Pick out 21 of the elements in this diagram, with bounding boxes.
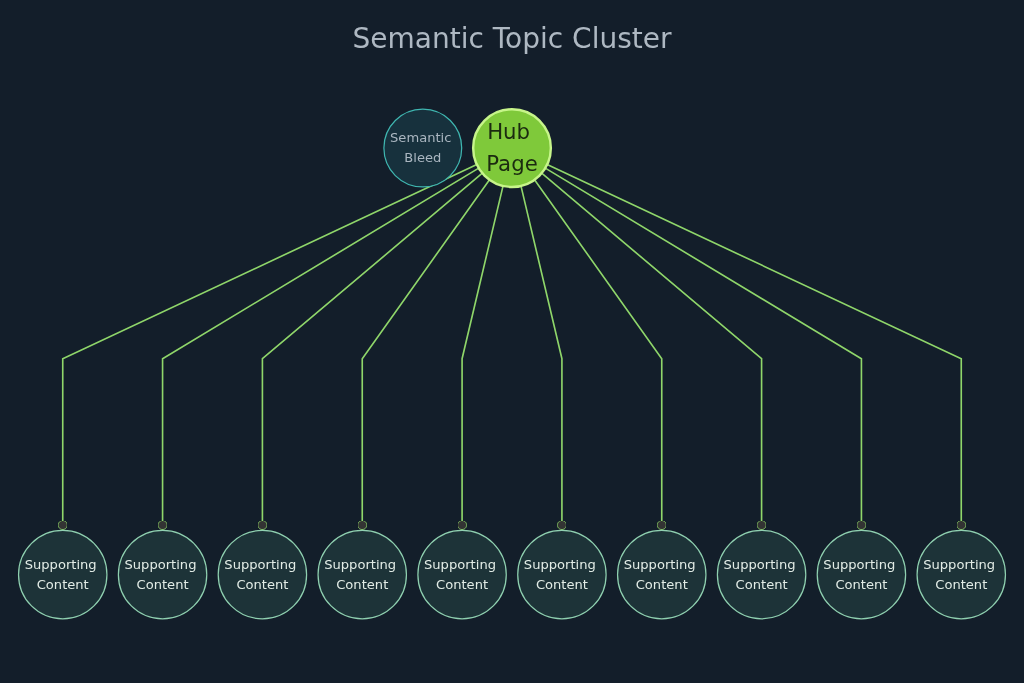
connector bbox=[157, 166, 480, 531]
node-circle: Semantic Bleed bbox=[383, 108, 463, 188]
node-circle: Supporting Content bbox=[616, 529, 707, 619]
connector bbox=[257, 171, 484, 531]
node-circle: Supporting Content bbox=[517, 529, 607, 619]
node-circle: Supporting Content bbox=[816, 529, 907, 619]
connector bbox=[546, 163, 967, 531]
node-circle: Hub Page bbox=[471, 107, 553, 188]
connector bbox=[533, 178, 667, 531]
diagram-title: Semantic Topic Cluster bbox=[351, 21, 673, 57]
node-circle: Supporting Content bbox=[117, 529, 208, 619]
node-circle: Supporting Content bbox=[716, 529, 807, 619]
node-circle: Supporting Content bbox=[17, 529, 108, 619]
node-circle: Supporting Content bbox=[417, 529, 507, 619]
connector bbox=[57, 163, 478, 531]
connector bbox=[540, 171, 767, 531]
node-circle: Supporting Content bbox=[317, 529, 408, 619]
node-circle: Supporting Content bbox=[217, 529, 308, 619]
connector bbox=[357, 178, 491, 531]
connector bbox=[544, 166, 867, 531]
node-circle: Supporting Content bbox=[916, 529, 1007, 619]
